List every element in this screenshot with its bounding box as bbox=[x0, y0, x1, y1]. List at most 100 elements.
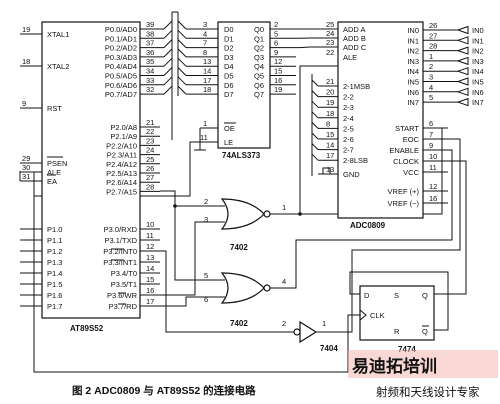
latch-bus-entry bbox=[177, 20, 187, 30]
mcu-p0-label: P0.0/AD0 bbox=[105, 25, 137, 34]
adc-vref-label: VREF (+) bbox=[388, 187, 420, 196]
adc-addr-label: ADD C bbox=[343, 43, 367, 52]
input-arrow bbox=[456, 97, 469, 107]
mcu-p3-label: P3.3/INT1 bbox=[103, 258, 137, 267]
nor2-in-b-number: 6 bbox=[204, 295, 208, 304]
input-channel-label: IN7 bbox=[472, 98, 484, 107]
adc-data-number: 20 bbox=[326, 88, 334, 97]
mcu-p3-label: P3.7/RD bbox=[109, 302, 138, 311]
adc-data-bus-entry bbox=[311, 100, 319, 108]
latch-le-label: LE bbox=[224, 138, 233, 147]
adc-ctrl-label: CLOCK bbox=[393, 157, 419, 166]
mcu-p3-label: P3.4/T0 bbox=[111, 269, 137, 278]
nor2-to-enable-wire bbox=[270, 149, 453, 289]
nor2-body bbox=[220, 272, 265, 304]
latch-d-number: 7 bbox=[203, 39, 207, 48]
latch-to-adc-addr-wire bbox=[270, 46, 338, 49]
mcu-p2-label: P2.0/A8 bbox=[110, 123, 137, 132]
rd-to-nor2-wire bbox=[160, 296, 225, 307]
adc-data-label: 2-4 bbox=[343, 114, 354, 123]
input-arrow bbox=[456, 25, 469, 35]
inverter-bubble bbox=[293, 328, 301, 336]
mcu-p2-number: 23 bbox=[146, 136, 154, 145]
mcu-p1-label: P1.4 bbox=[47, 269, 62, 278]
mcu-p2-label: P2.7/A15 bbox=[106, 187, 137, 196]
latch-chip-name: 74ALS373 bbox=[222, 151, 261, 160]
p27-to-nor1-wire bbox=[160, 190, 225, 207]
mcu-pin-label: RST bbox=[47, 104, 62, 113]
adc-data-number: 17 bbox=[326, 151, 334, 160]
nor2-name: 7402 bbox=[230, 319, 248, 328]
latch-q-label: Q5 bbox=[254, 72, 264, 81]
adc-addr-label: ADD B bbox=[343, 34, 366, 43]
p0-bus-entry bbox=[163, 48, 173, 58]
p0-bus-entry bbox=[163, 20, 173, 30]
ff-q-label: Q bbox=[422, 291, 428, 300]
adc-data-label: 2-7 bbox=[343, 146, 354, 155]
adc-data-number: 8 bbox=[326, 119, 330, 128]
latch-d-label: D3 bbox=[224, 53, 234, 62]
mcu-p1-label: P1.1 bbox=[47, 236, 62, 245]
latch-q-label: Q2 bbox=[254, 44, 264, 53]
latch-d-label: D1 bbox=[224, 34, 234, 43]
adc-addr-number: 25 bbox=[326, 20, 334, 29]
adc-addr-label: ADD A bbox=[343, 25, 366, 34]
mcu-p1-label: P1.2 bbox=[47, 247, 62, 256]
mcu-pin-number: 29 bbox=[22, 154, 30, 163]
adc-in-label: IN0 bbox=[407, 26, 419, 35]
adc-data-number: 14 bbox=[326, 141, 334, 150]
mcu-pin-number: 31 bbox=[22, 172, 30, 181]
mcu-p0-label: P0.2/AD2 bbox=[105, 44, 137, 53]
input-channel-label: IN6 bbox=[472, 88, 484, 97]
adc-chip-name: ADC0809 bbox=[350, 221, 386, 230]
latch-d-number: 3 bbox=[203, 20, 207, 29]
input-channel-label: IN2 bbox=[472, 47, 484, 56]
adc-data-label: 2-6 bbox=[343, 135, 354, 144]
input-channel-label: IN4 bbox=[472, 67, 484, 76]
mcu-p0-number: 34 bbox=[146, 67, 154, 76]
latch-q-label: Q6 bbox=[254, 81, 264, 90]
adc-addr-number: 24 bbox=[326, 29, 334, 38]
figure-caption: 图 2 ADC0809 与 AT89S52 的连接电路 bbox=[72, 384, 256, 397]
adc-chip-box bbox=[337, 21, 424, 219]
input-channel-label: IN5 bbox=[472, 78, 484, 87]
nor1-out-number: 1 bbox=[282, 203, 286, 212]
latch-q-number: 15 bbox=[274, 67, 282, 76]
parts-layer: AT89S5219XTAL118XTAL29RST29PSEN30ALE31EA… bbox=[22, 20, 484, 354]
latch-q-label: Q4 bbox=[254, 62, 264, 71]
adc-in-number: 4 bbox=[429, 83, 433, 92]
adc-ctrl-label: ENABLE bbox=[389, 146, 419, 155]
adc-in-label: IN7 bbox=[407, 98, 419, 107]
watermark-banner bbox=[348, 350, 498, 378]
latch-d-number: 4 bbox=[203, 29, 207, 38]
latch-d-number: 14 bbox=[203, 67, 211, 76]
adc-vref-label: VREF (−) bbox=[388, 199, 420, 208]
ff-feedback-wire bbox=[349, 271, 449, 331]
mcu-p0-number: 36 bbox=[146, 48, 154, 57]
adc-data-label: 2-1MSB bbox=[343, 82, 370, 91]
latch-oe-label: OE bbox=[224, 124, 235, 133]
wr-to-nor1-wire bbox=[160, 221, 225, 296]
inverter-out-number: 2 bbox=[282, 319, 286, 328]
ff-d-label: D bbox=[364, 291, 370, 300]
nor2-out-number: 4 bbox=[282, 277, 286, 286]
nor2-in-a-number: 5 bbox=[204, 271, 208, 280]
mcu-p0-number: 38 bbox=[146, 29, 154, 38]
eoc-to-inverter-wire bbox=[316, 138, 461, 333]
adc-gnd-number: 13 bbox=[326, 165, 334, 174]
inverter-in-number: 1 bbox=[322, 319, 326, 328]
mcu-p3-number: 17 bbox=[146, 297, 154, 306]
mcu-p1-label: P1.7 bbox=[47, 302, 62, 311]
latch-d-label: D5 bbox=[224, 72, 234, 81]
mcu-p1-label: P1.0 bbox=[47, 225, 62, 234]
latch-d-label: D0 bbox=[224, 25, 234, 34]
mcu-p2-number: 22 bbox=[146, 127, 154, 136]
mcu-p2-label: P2.3/A11 bbox=[107, 151, 137, 160]
adc-ctrl-number: 6 bbox=[429, 119, 433, 128]
adc-gnd-label: GND bbox=[343, 170, 360, 179]
latch-q-number: 9 bbox=[274, 48, 278, 57]
mcu-p2-number: 26 bbox=[146, 164, 154, 173]
ff-qbar-label: Q bbox=[422, 327, 428, 336]
ff-q-to-adc-clock-wire bbox=[434, 160, 467, 295]
